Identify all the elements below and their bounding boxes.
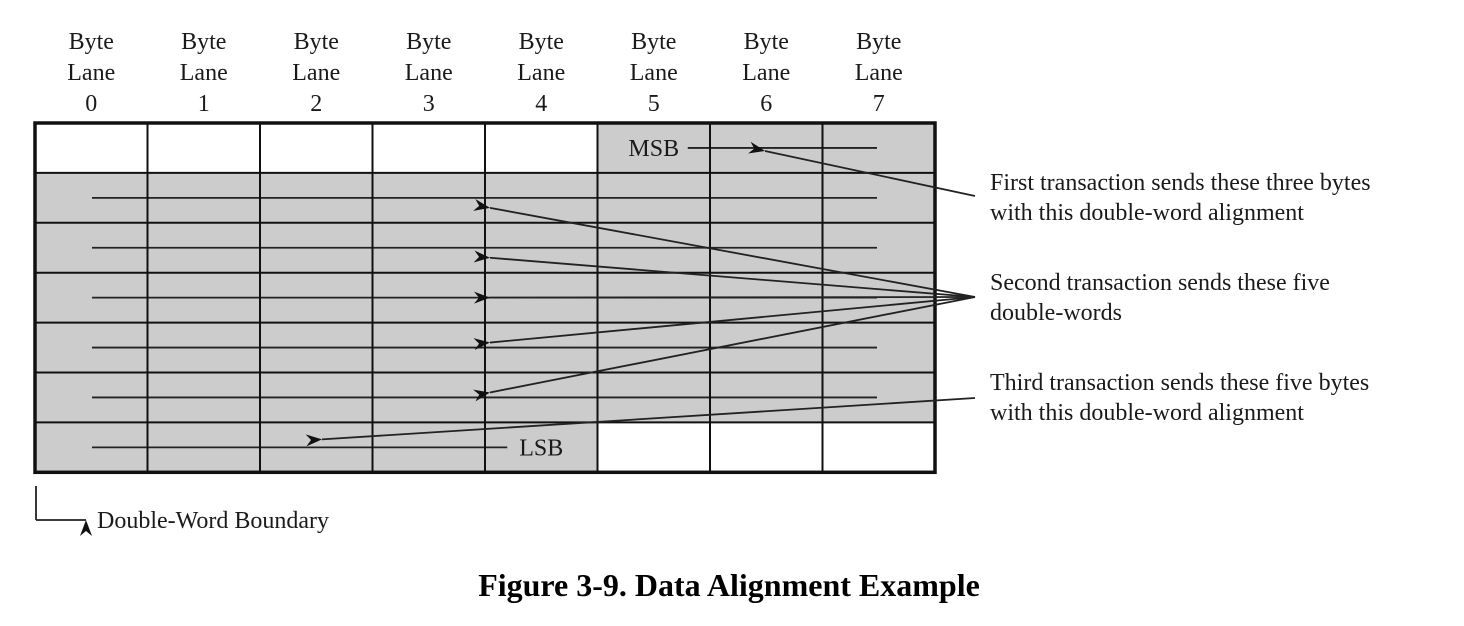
annotation-text-line: double-words <box>990 300 1122 326</box>
annotation-text-line: with this double-word alignment <box>990 200 1304 226</box>
annotation-text-line: First transaction sends these three byte… <box>990 170 1371 196</box>
lane-header-number: 4 <box>535 91 547 117</box>
byte-cell-empty <box>147 123 260 173</box>
annotation-text-line: Third transaction sends these five bytes <box>990 370 1369 396</box>
annotation-arrow-icon <box>473 296 976 351</box>
lsb-label: LSB <box>519 435 563 461</box>
byte-lane-headers: ByteLane0ByteLane1ByteLane2ByteLane3Byte… <box>67 29 902 117</box>
annotation-arrow-icon <box>473 291 976 304</box>
lane-header-number: 1 <box>198 91 210 117</box>
lane-header-word-byte: Byte <box>856 29 901 55</box>
figure-caption: Figure 3-9. Data Alignment Example <box>478 567 980 603</box>
annotations: First transaction sends these three byte… <box>990 170 1371 426</box>
lane-header-word-lane: Lane <box>517 60 565 86</box>
annotation-1: First transaction sends these three byte… <box>990 170 1371 226</box>
lane-header-word-byte: Byte <box>744 29 789 55</box>
annotation-arrows <box>305 141 976 447</box>
lane-header-word-lane: Lane <box>292 60 340 86</box>
msb-label: MSB <box>628 136 679 162</box>
double-word-boundary-marker: Double-Word Boundary <box>35 486 329 534</box>
lane-header-word-lane: Lane <box>180 60 228 86</box>
byte-cell-empty <box>485 123 598 173</box>
annotation-text-line: with this double-word alignment <box>990 400 1304 426</box>
lane-header-number: 2 <box>310 91 322 117</box>
lane-header-number: 5 <box>648 91 660 117</box>
lane-header-word-lane: Lane <box>630 60 678 86</box>
lane-header-word-byte: Byte <box>406 29 451 55</box>
lane-header-word-lane: Lane <box>742 60 790 86</box>
annotation-text-line: Second transaction sends these five <box>990 270 1330 296</box>
annotation-arrow-icon <box>473 296 976 402</box>
byte-cell-empty <box>710 422 823 473</box>
byte-cell-empty <box>822 422 935 473</box>
byte-cell-empty <box>372 123 485 173</box>
lane-header-word-lane: Lane <box>855 60 903 86</box>
annotation-3: Third transaction sends these five bytes… <box>990 370 1369 426</box>
lane-header-word-lane: Lane <box>67 60 115 86</box>
boundary-label: Double-Word Boundary <box>97 508 329 534</box>
cell-labels: MSB LSB <box>519 136 679 461</box>
byte-cell-empty <box>597 422 710 473</box>
lane-header-number: 7 <box>873 91 885 117</box>
annotation-2: Second transaction sends these five doubl… <box>990 270 1330 326</box>
annotation-arrow-icon <box>305 397 976 447</box>
lane-header-word-byte: Byte <box>294 29 339 55</box>
annotation-arrow-icon <box>473 250 976 298</box>
lane-header-word-lane: Lane <box>405 60 453 86</box>
lane-header-number: 0 <box>85 91 97 117</box>
lane-header-number: 6 <box>760 91 772 117</box>
boundary-arrow-icon <box>35 486 86 520</box>
byte-cell-empty <box>35 123 148 173</box>
lane-header-number: 3 <box>423 91 435 117</box>
lane-header-word-byte: Byte <box>181 29 226 55</box>
lane-header-word-byte: Byte <box>519 29 564 55</box>
lane-header-word-byte: Byte <box>631 29 676 55</box>
annotation-arrow-icon <box>473 199 976 298</box>
alignment-grid-lines <box>33 121 937 475</box>
lane-header-word-byte: Byte <box>69 29 114 55</box>
byte-cell-empty <box>260 123 373 173</box>
annotation-arrow-icon <box>748 141 976 197</box>
